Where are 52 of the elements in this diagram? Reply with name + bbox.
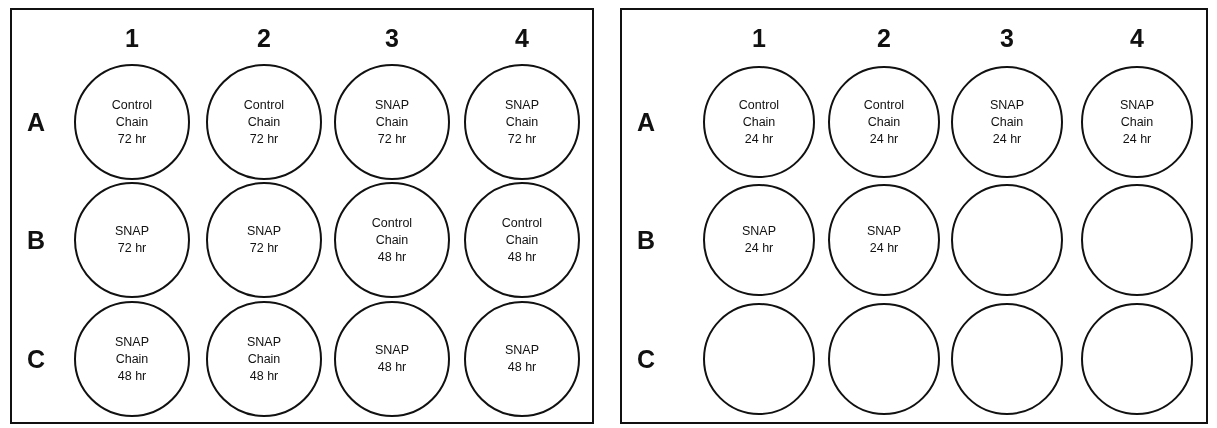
time-label: 24 hr xyxy=(869,130,899,148)
row-letter: C xyxy=(26,344,46,374)
time-label: 24 hr xyxy=(1122,130,1152,148)
time-label: 48 hr xyxy=(377,359,407,376)
column-number: 2 xyxy=(257,23,271,53)
time-label: 48 hr xyxy=(249,367,279,385)
well-label: SNAP Chain xyxy=(1118,96,1155,131)
well-label: Control Chain xyxy=(862,96,906,131)
time-label: 72 hr xyxy=(377,130,407,148)
time-label: 72 hr xyxy=(507,130,537,148)
time-label: 24 hr xyxy=(992,130,1022,148)
well-label: SNAP xyxy=(865,223,902,240)
row-letter: B xyxy=(636,225,656,255)
well-label: SNAP Chain xyxy=(373,96,410,131)
column-number: 1 xyxy=(752,23,766,53)
well-label: Control Chain xyxy=(500,214,544,249)
time-label: 72 hr xyxy=(249,240,279,257)
well-label: SNAP Chain xyxy=(503,96,540,131)
column-number: 1 xyxy=(125,23,139,53)
well-label: SNAP xyxy=(245,223,282,240)
time-label: 72 hr xyxy=(117,240,147,257)
well-label: Control Chain xyxy=(370,214,414,249)
row-letter: B xyxy=(26,225,46,255)
time-label: 48 hr xyxy=(117,367,147,385)
row-letter: A xyxy=(636,107,656,137)
well-label: SNAP xyxy=(113,223,150,240)
well-label: SNAP Chain xyxy=(113,333,150,368)
well-label: SNAP xyxy=(740,223,777,240)
time-label: 48 hr xyxy=(377,248,407,266)
well-label: Control Chain xyxy=(110,96,154,131)
column-number: 4 xyxy=(1130,23,1144,53)
time-label: 24 hr xyxy=(744,240,774,257)
time-label: 24 hr xyxy=(744,130,774,148)
well-label: SNAP Chain xyxy=(988,96,1025,131)
time-label: 24 hr xyxy=(869,240,899,257)
well-plate-outline xyxy=(10,8,594,424)
time-label: 48 hr xyxy=(507,248,537,266)
column-number: 3 xyxy=(385,23,399,53)
column-number: 2 xyxy=(877,23,891,53)
time-label: 72 hr xyxy=(249,130,279,148)
time-label: 48 hr xyxy=(507,359,537,376)
well-label: SNAP xyxy=(373,342,410,359)
well-plate-outline xyxy=(620,8,1208,424)
row-letter: A xyxy=(26,107,46,137)
well-label: SNAP xyxy=(503,342,540,359)
column-number: 3 xyxy=(1000,23,1014,53)
time-label: 72 hr xyxy=(117,130,147,148)
well-label: SNAP Chain xyxy=(245,333,282,368)
well-label: Control Chain xyxy=(242,96,286,131)
row-letter: C xyxy=(636,344,656,374)
column-number: 4 xyxy=(515,23,529,53)
well-label: Control Chain xyxy=(737,96,781,131)
